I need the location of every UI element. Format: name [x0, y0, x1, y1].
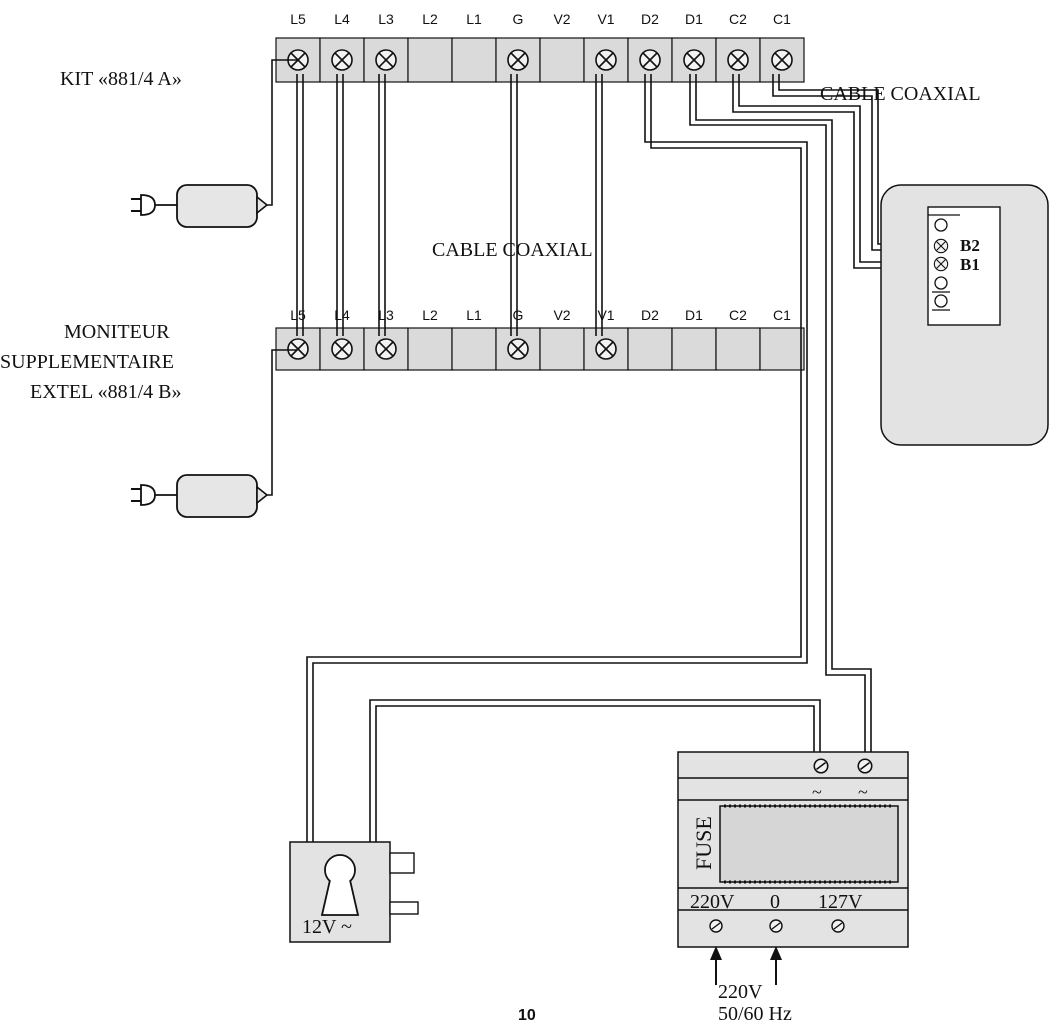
terminal-label: V1 [597, 307, 614, 323]
terminal-cell [407, 37, 453, 83]
door-station: B2 B1 [880, 184, 1049, 446]
terminal-label: L2 [422, 11, 438, 27]
terminal-cell [671, 327, 717, 371]
terminal-label: L4 [334, 11, 350, 27]
terminal-label: C2 [729, 11, 747, 27]
terminal-label: L4 [334, 307, 350, 323]
monitor-label-line3: EXTEL «881/4 B» [30, 381, 181, 403]
terminal-label: D1 [685, 11, 703, 27]
terminal-label: V2 [553, 11, 570, 27]
screw-terminal-icon [507, 49, 529, 71]
transformer: ~ ~ FUSE 220V 0 127V [677, 751, 909, 948]
cable-coaxial-mid-label: CABLE COAXIAL [432, 239, 593, 261]
screw-terminal-icon [709, 919, 723, 933]
terminal-label: C2 [729, 307, 747, 323]
screw-terminal-icon [507, 338, 529, 360]
terminal-cell [539, 37, 585, 83]
terminal-label: D1 [685, 307, 703, 323]
terminal-cell [407, 327, 453, 371]
screw-terminal-icon [595, 49, 617, 71]
terminal-label: D2 [641, 11, 659, 27]
tilde-label: ~ [858, 782, 868, 802]
screw-terminal-icon [727, 49, 749, 71]
terminal-cell [451, 37, 497, 83]
terminal-cell [539, 327, 585, 371]
keyhole-icon [320, 854, 360, 916]
monitor-label-line2: SUPPLEMENTAIRE [0, 351, 174, 373]
screw-terminal-icon [683, 49, 705, 71]
screw-terminal-icon [831, 919, 845, 933]
screw-terminal-icon [375, 49, 397, 71]
terminal-label: C1 [773, 307, 791, 323]
b2-label: B2 [960, 236, 980, 255]
screw-terminal-icon [331, 49, 353, 71]
monitor-terminal-strip: L5 L4 L3 L2 L1 G V2 V1 D2 D1 C2 C1 [275, 307, 805, 371]
terminal-label: V2 [553, 307, 570, 323]
screw-terminal-icon [331, 338, 353, 360]
tap-0-label: 0 [770, 891, 780, 913]
terminal-cell [759, 327, 805, 371]
screw-terminal-icon [375, 338, 397, 360]
tilde-label: ~ [812, 782, 822, 802]
terminal-label: D2 [641, 307, 659, 323]
terminal-label: G [513, 307, 524, 323]
b1-label: B1 [960, 255, 980, 274]
cable-coaxial-top-label: CABLE COAXIAL [820, 83, 981, 105]
fuse-label: FUSE [691, 816, 716, 870]
terminal-label: L3 [378, 307, 394, 323]
screw-terminal-icon [857, 758, 873, 774]
terminal-label: L5 [290, 307, 306, 323]
tap-127-label: 127V [818, 891, 863, 913]
page-number: 10 [518, 1007, 536, 1024]
lock-voltage-label: 12V ~ [302, 916, 352, 938]
screw-terminal-icon [769, 919, 783, 933]
wiring [265, 59, 933, 845]
terminal-cell [715, 37, 761, 83]
terminal-label: V1 [597, 11, 614, 27]
plug-icon [130, 184, 268, 228]
terminal-cell [451, 327, 497, 371]
electric-lock: 12V ~ [289, 841, 419, 943]
screw-terminal-icon [595, 338, 617, 360]
terminal-label: L5 [290, 11, 306, 27]
screw-terminal-icon [287, 338, 309, 360]
terminal-label: L2 [422, 307, 438, 323]
kit-a-label: KIT «881/4 A» [60, 68, 182, 90]
screw-terminal-icon [813, 758, 829, 774]
screw-terminal-icon [771, 49, 793, 71]
monitor-label-line1: MONITEUR [64, 321, 170, 343]
terminal-cell [627, 327, 673, 371]
terminal-cell [715, 327, 761, 371]
arrow-up-icon [770, 946, 782, 985]
screw-terminal-icon [639, 49, 661, 71]
screw-terminal-icon [933, 256, 949, 272]
arrow-up-icon [710, 946, 722, 985]
mains-frequency-label: 50/60 Hz [718, 1003, 792, 1025]
screw-terminal-icon [933, 238, 949, 254]
kit-a-terminal-strip: L5 L4 L3 L2 L1 G V2 V1 D2 D1 C2 C1 [275, 11, 805, 83]
mains-voltage-label: 220V [718, 981, 763, 1003]
terminal-label: L3 [378, 11, 394, 27]
terminal-label: L1 [466, 11, 482, 27]
terminal-label: C1 [773, 11, 791, 27]
terminal-label: L1 [466, 307, 482, 323]
tap-220-label: 220V [690, 891, 735, 913]
plug-icon [130, 474, 268, 518]
terminal-label: G [513, 11, 524, 27]
